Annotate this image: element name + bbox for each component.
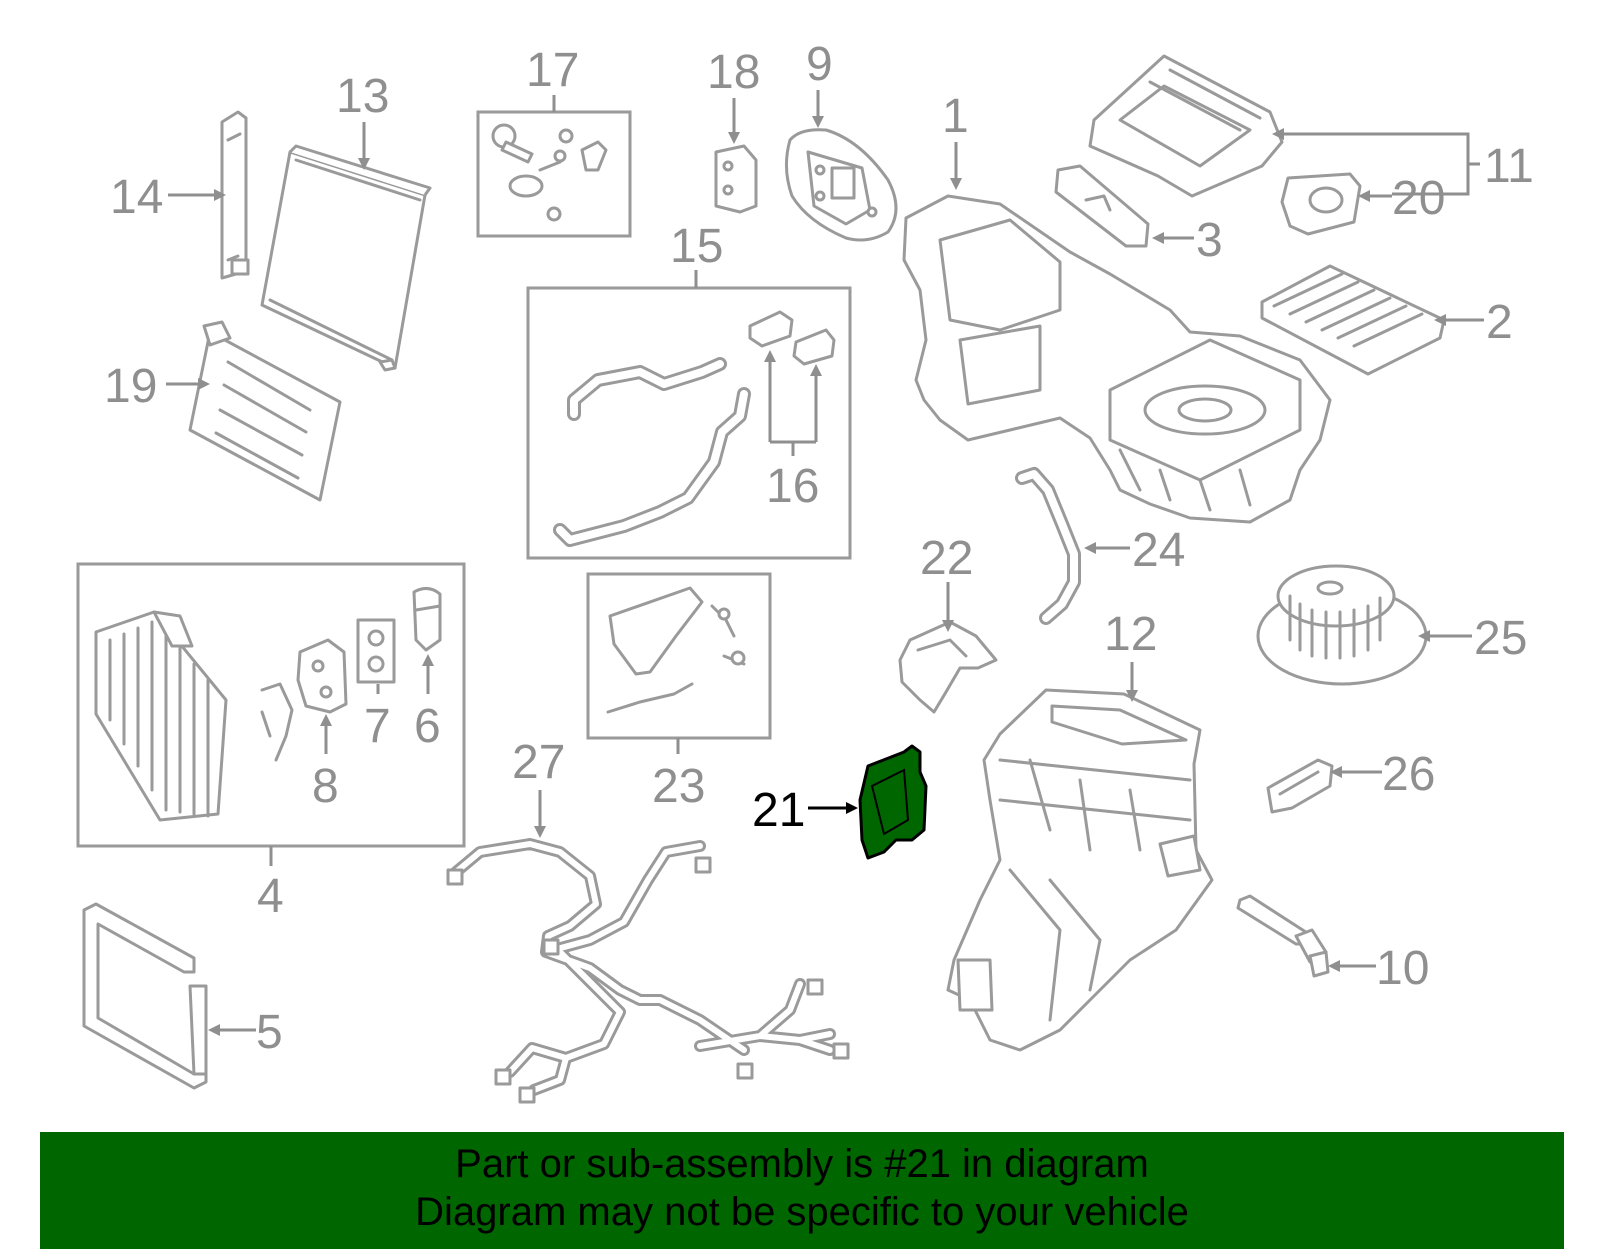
- part-16-clips: [748, 310, 836, 366]
- leader-8: [320, 714, 332, 754]
- callout-18: 18: [707, 46, 760, 99]
- callout-2: 2: [1486, 296, 1513, 349]
- leader-16: [764, 350, 822, 456]
- leader-14: [168, 189, 226, 201]
- callout-23: 23: [652, 760, 705, 813]
- callout-8: 8: [312, 760, 339, 813]
- leader-6: [422, 654, 434, 694]
- part-20-actuator: [1280, 172, 1362, 236]
- box-15: [526, 286, 852, 560]
- leader-21: [808, 802, 858, 814]
- leader-1: [950, 142, 962, 190]
- part-10-sensor: [1236, 894, 1330, 978]
- part-24-hose: [1015, 467, 1081, 625]
- callout-19: 19: [104, 360, 157, 413]
- part-5-seal-frame: [82, 902, 208, 1090]
- callout-13: 13: [336, 70, 389, 123]
- leader-13: [358, 122, 370, 170]
- callout-3: 3: [1196, 214, 1223, 267]
- callout-21: 21: [752, 784, 805, 837]
- part-7-gasket: [356, 618, 396, 684]
- leader-9: [812, 90, 824, 128]
- part-6-valve: [412, 587, 442, 652]
- part-9-seal: [785, 128, 898, 242]
- callout-11: 11: [1484, 140, 1534, 193]
- callout-4: 4: [257, 870, 284, 923]
- callout-14: 14: [110, 171, 163, 224]
- part-4-evaporator: [94, 610, 294, 822]
- callout-1: 1: [942, 90, 969, 143]
- callout-22: 22: [920, 532, 973, 585]
- callout-17: 17: [526, 44, 579, 97]
- part-27-wiring-harness: [446, 838, 850, 1104]
- callout-24: 24: [1132, 524, 1185, 577]
- callout-26: 26: [1382, 748, 1435, 801]
- part-14-bracket: [220, 110, 250, 280]
- part-25-blower-motor: [1256, 564, 1428, 686]
- leader-5: [208, 1024, 256, 1036]
- part-11-housing: [1088, 54, 1284, 198]
- part-21-highlighted[interactable]: [858, 744, 928, 860]
- callout-20: 20: [1392, 172, 1445, 225]
- callout-6: 6: [414, 700, 441, 753]
- callout-10: 10: [1376, 942, 1429, 995]
- part-8-seal: [296, 638, 348, 714]
- callout-7: 7: [364, 700, 391, 753]
- leader-26: [1330, 766, 1382, 778]
- part-1-hvac-housing: [902, 194, 1332, 524]
- part-15-pipes: [553, 357, 751, 547]
- part-18-sensor: [714, 144, 758, 214]
- callout-16: 16: [766, 460, 819, 513]
- leader-3: [1152, 232, 1194, 244]
- part-3-flap: [1054, 164, 1150, 248]
- leader-11: [1272, 128, 1480, 196]
- leader-2: [1434, 314, 1484, 326]
- part-13-heater-core: [260, 144, 432, 372]
- leader-22: [942, 582, 954, 632]
- banner-line-1: Part or sub-assembly is #21 in diagram: [455, 1142, 1149, 1186]
- leader-18: [728, 98, 740, 144]
- part-22-actuator: [898, 620, 998, 714]
- part-2-cabin-filter: [1260, 264, 1446, 376]
- leader-20: [1358, 190, 1392, 202]
- part-19-heater-core: [188, 320, 342, 502]
- part-12-lower-housing: [946, 688, 1214, 1052]
- info-banner: Part or sub-assembly is #21 in diagram D…: [40, 1132, 1564, 1249]
- callout-25: 25: [1474, 612, 1527, 665]
- callout-5: 5: [256, 1006, 283, 1059]
- callout-12: 12: [1104, 608, 1157, 661]
- callout-27: 27: [512, 736, 565, 789]
- part-26-seal: [1266, 758, 1334, 814]
- leader-24: [1084, 542, 1130, 554]
- part-17-fittings: [491, 123, 608, 222]
- part-23-brackets: [606, 586, 746, 714]
- banner-line-2: Diagram may not be specific to your vehi…: [415, 1190, 1189, 1234]
- leader-25: [1418, 630, 1472, 642]
- leader-19: [166, 378, 210, 390]
- leader-12: [1126, 662, 1138, 702]
- leader-27: [534, 790, 546, 838]
- leader-10: [1328, 960, 1376, 972]
- callout-9: 9: [806, 38, 833, 91]
- callout-15: 15: [670, 220, 723, 273]
